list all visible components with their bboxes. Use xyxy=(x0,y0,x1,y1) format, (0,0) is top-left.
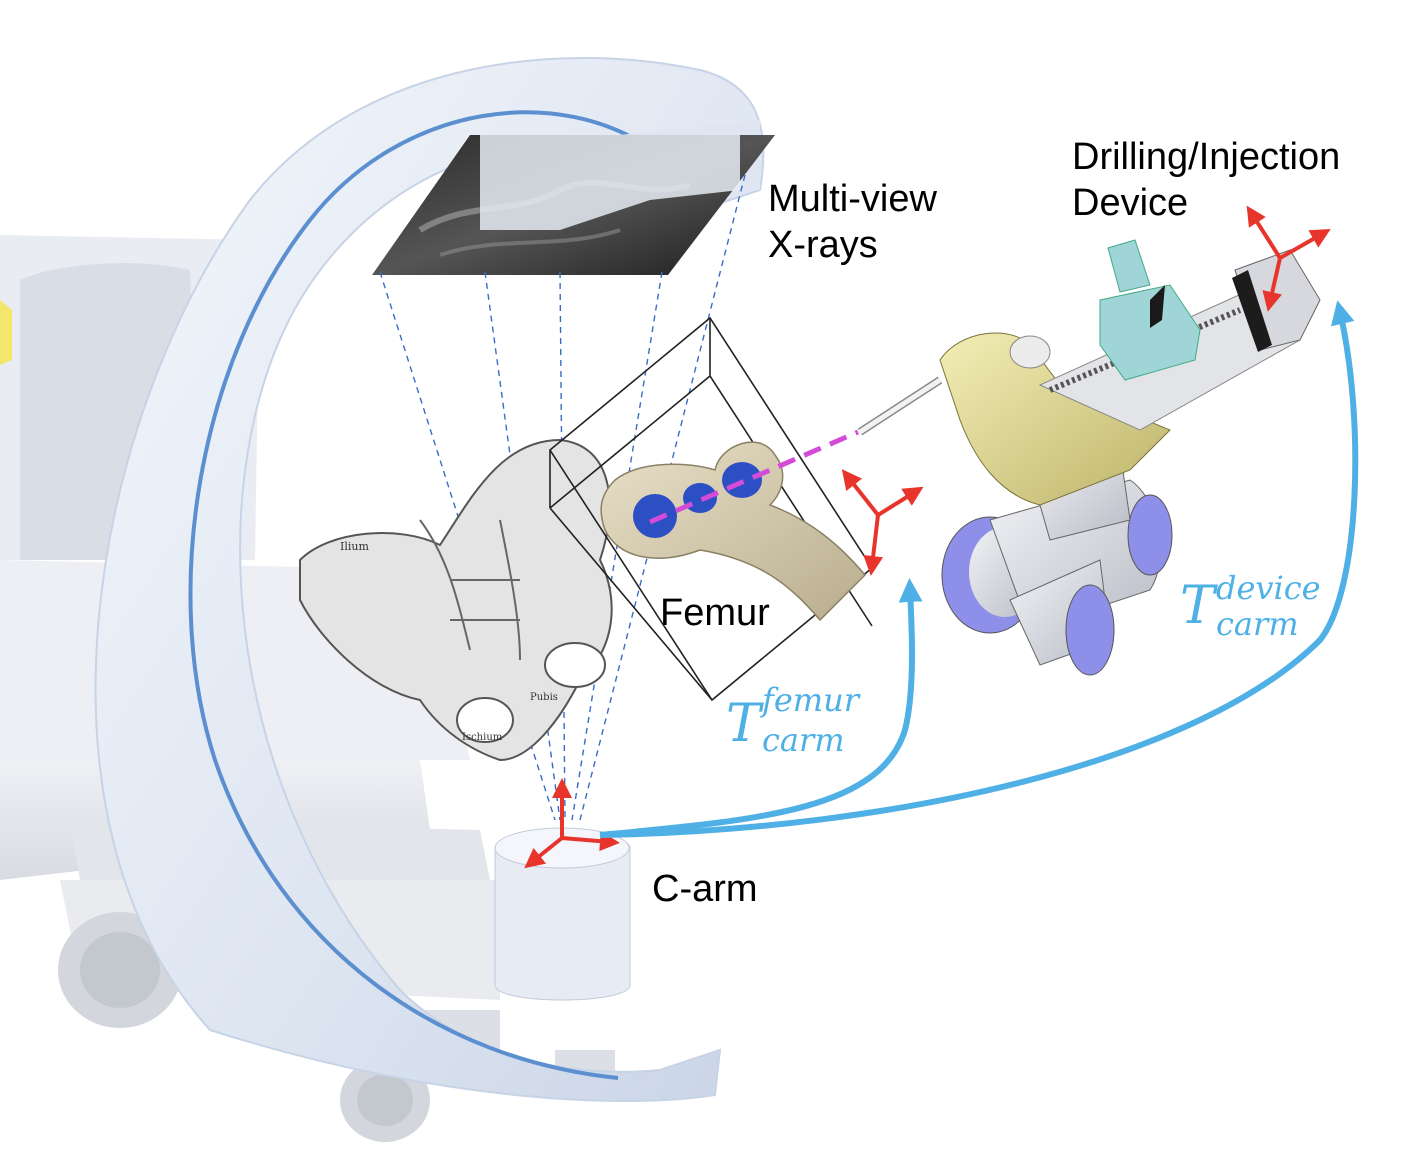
pelvis-label-ischium: Ischium xyxy=(462,732,503,743)
femur-transform-symbol: T xyxy=(726,694,761,754)
carm-frame-axes xyxy=(524,778,620,869)
carm-label: C-arm xyxy=(652,868,758,910)
device-label: Drilling/Injection Device xyxy=(1072,134,1340,226)
drilling-device xyxy=(857,239,1321,506)
femur-transform-superscript: femur xyxy=(762,681,860,719)
planned-trajectory xyxy=(649,429,859,525)
xray-image xyxy=(372,135,775,275)
xray-label: Multi-view X-rays xyxy=(768,176,937,268)
device-transform-symbol: T xyxy=(1180,576,1215,636)
pelvis-illustration: Ilium Ischium Pubis xyxy=(299,438,613,762)
femur-transform-label: T femur carm xyxy=(726,684,916,770)
femur-transform-subscript: carm xyxy=(762,721,845,759)
xray-label-line1: Multi-view xyxy=(768,178,937,220)
device-transform-superscript: device xyxy=(1216,569,1321,607)
femur-transform-arrow xyxy=(599,578,923,838)
xray-label-line2: X-rays xyxy=(768,224,878,266)
device-label-line2: Device xyxy=(1072,182,1189,224)
device-frame-axes xyxy=(1246,205,1331,312)
device-label-line1: Drilling/Injection xyxy=(1072,136,1341,178)
device-transform-label: T device carm xyxy=(1180,572,1370,650)
c-arm-source xyxy=(494,827,631,1001)
device-transform-subscript: carm xyxy=(1216,605,1299,643)
device-transform-arrow xyxy=(599,300,1359,838)
pelvis-label-ilium: Ilium xyxy=(340,540,369,553)
pelvis-label-pubis: Pubis xyxy=(530,692,558,703)
femur-label: Femur xyxy=(660,592,770,634)
transform-arrows xyxy=(599,300,1359,838)
femur-frame-axes xyxy=(841,469,924,576)
